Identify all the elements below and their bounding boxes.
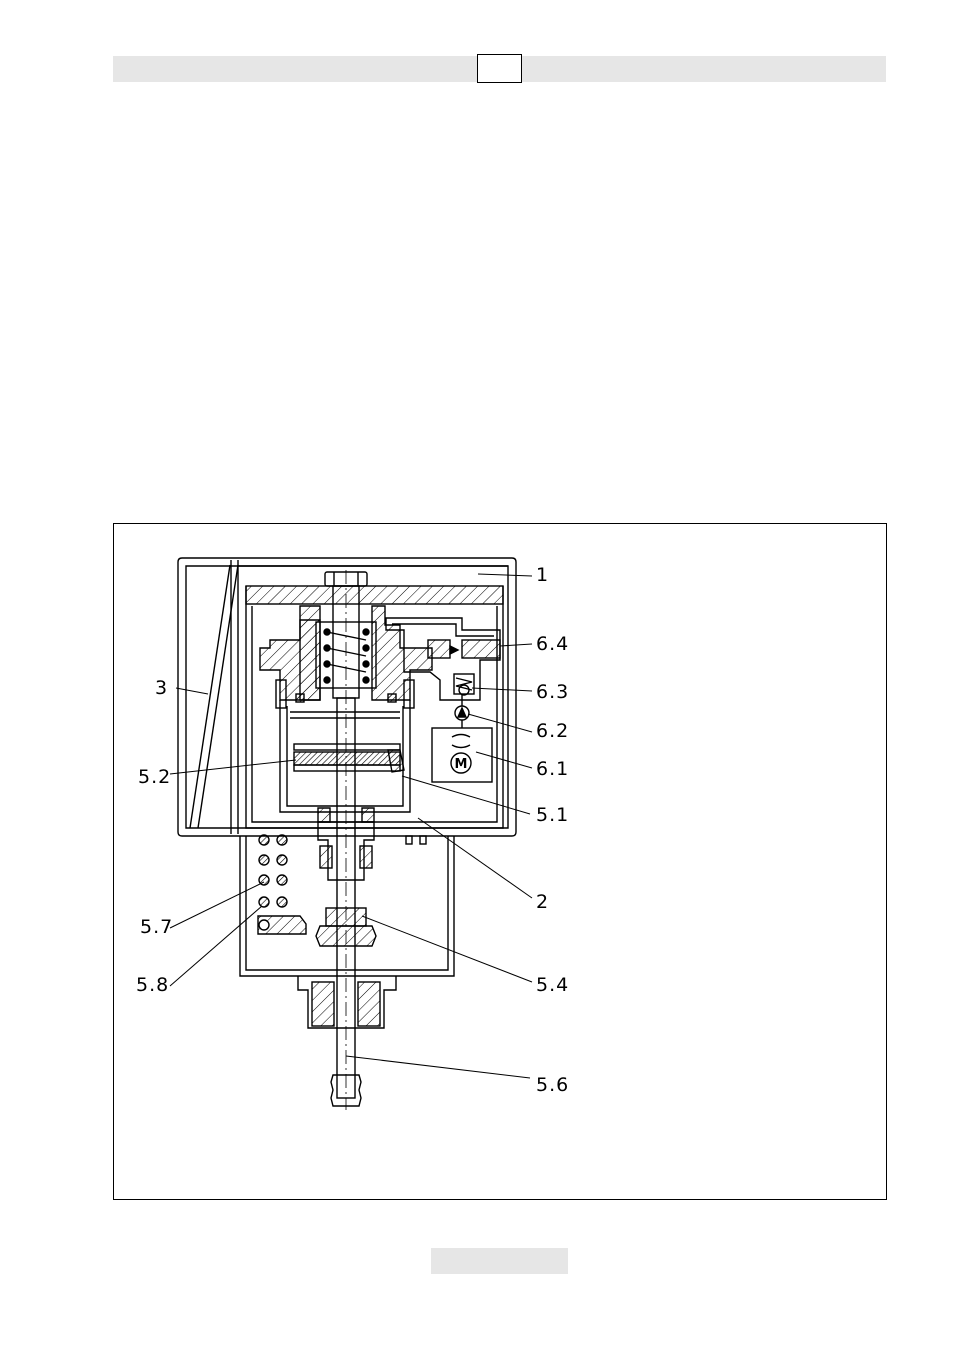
label-5-1: 5.1 — [536, 804, 569, 826]
cover-edge — [190, 565, 230, 828]
label-1: 1 — [536, 564, 549, 586]
motor-box — [432, 728, 492, 782]
label-3: 3 — [155, 677, 168, 699]
label-5-8: 5.8 — [136, 974, 169, 996]
motor-symbol: M — [455, 757, 468, 772]
label-2: 2 — [536, 891, 549, 913]
label-5-4: 5.4 — [536, 974, 569, 996]
label-6-4: 6.4 — [536, 633, 569, 655]
top-plate — [246, 586, 503, 604]
label-5-6: 5.6 — [536, 1074, 569, 1096]
nut — [326, 908, 366, 926]
lower-springs — [258, 835, 306, 934]
piston — [294, 752, 400, 765]
label-5-2: 5.2 — [138, 766, 171, 788]
label-6-1: 6.1 — [536, 758, 569, 780]
label-6-3: 6.3 — [536, 681, 569, 703]
label-5-7: 5.7 — [140, 916, 173, 938]
label-6-2: 6.2 — [536, 720, 569, 742]
